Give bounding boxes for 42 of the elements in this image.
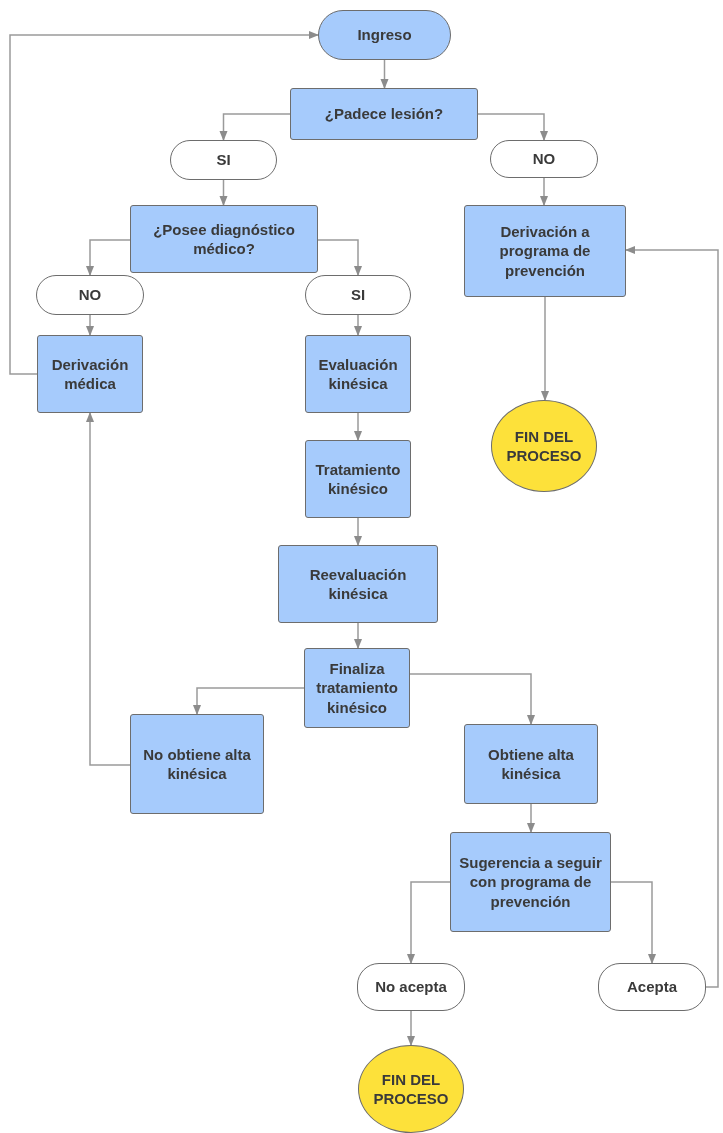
arrow <box>380 59 389 90</box>
arrow <box>9 30 320 375</box>
option-pill: SI <box>170 140 277 180</box>
option-pill: NO <box>490 140 598 178</box>
arrow <box>539 177 549 207</box>
process-box: Obtiene alta kinésica <box>464 724 598 804</box>
option-pill: No acepta <box>357 963 465 1011</box>
process-box: Reevaluación kinésica <box>278 545 438 623</box>
process-box: ¿Posee diagnóstico médico? <box>130 205 318 273</box>
process-box: Evaluación kinésica <box>305 335 411 413</box>
option-pill: Acepta <box>598 963 706 1011</box>
arrow <box>477 113 549 142</box>
arrow <box>219 179 228 207</box>
arrow <box>85 411 131 766</box>
process-box: Tratamiento kinésico <box>305 440 411 518</box>
arrow <box>624 245 719 988</box>
process-box: Derivación a programa de prevención <box>464 205 626 297</box>
end-circle: FIN DEL PROCESO <box>491 400 597 492</box>
arrow <box>85 314 95 337</box>
arrow <box>409 673 536 726</box>
end-circle: FIN DEL PROCESO <box>358 1045 464 1133</box>
arrow <box>406 881 451 965</box>
process-box: Sugerencia a seguir con programa de prevención <box>450 832 611 932</box>
arrow <box>353 622 363 650</box>
process-box: Derivación médica <box>37 335 143 413</box>
process-box: No obtiene alta kinésica <box>130 714 264 814</box>
arrow <box>353 412 363 442</box>
arrow <box>610 881 657 965</box>
arrow <box>526 803 536 834</box>
arrow <box>353 314 363 337</box>
option-pill: SI <box>305 275 411 315</box>
terminal-pill: Ingreso <box>318 10 451 60</box>
arrow <box>219 113 291 142</box>
arrow <box>406 1010 416 1047</box>
arrow <box>192 687 305 716</box>
arrow <box>85 239 131 277</box>
arrow <box>353 517 363 547</box>
arrow <box>540 296 550 402</box>
process-box: ¿Padece lesión? <box>290 88 478 140</box>
process-box: Finaliza tratamiento kinésico <box>304 648 410 728</box>
option-pill: NO <box>36 275 144 315</box>
arrow <box>317 239 363 277</box>
